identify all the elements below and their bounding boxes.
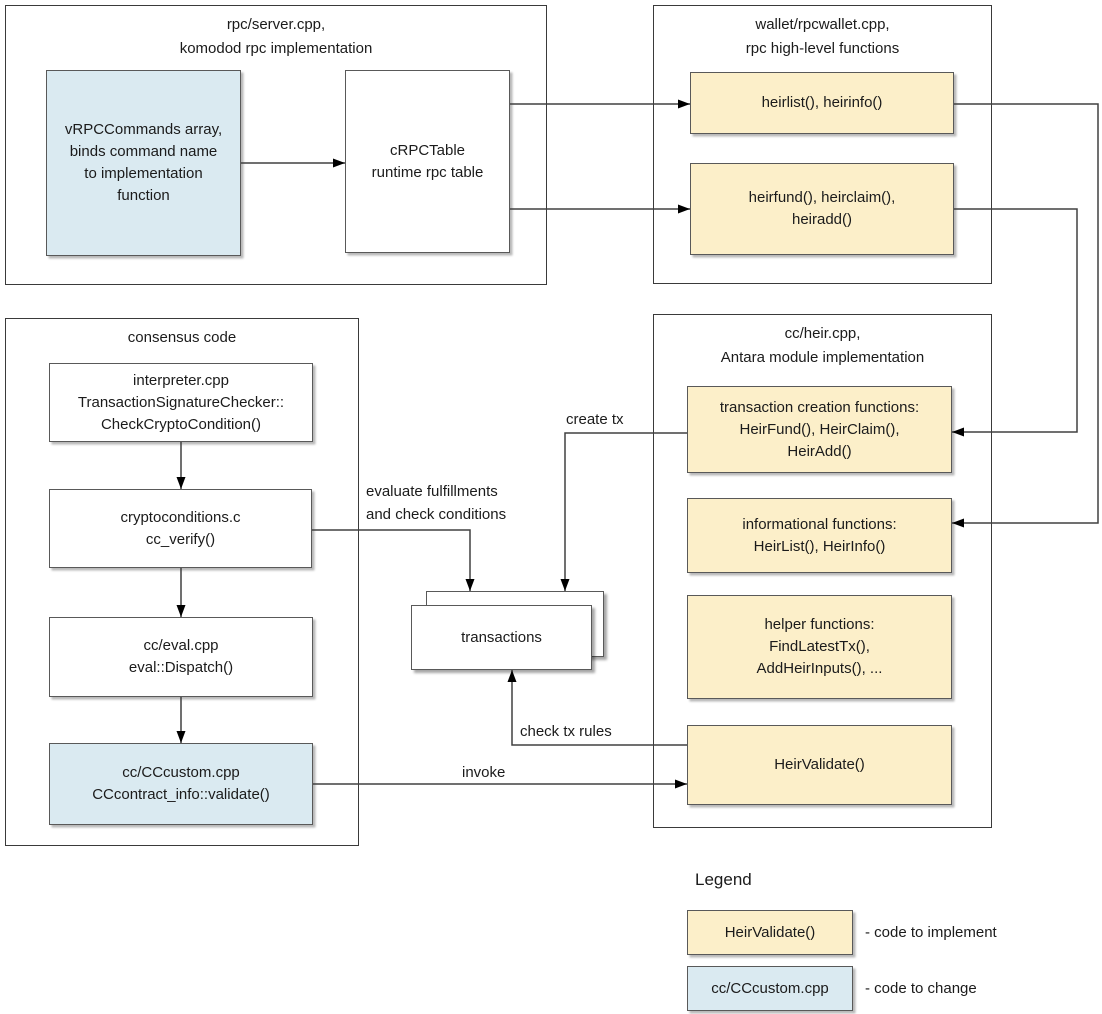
node-cccustom: cc/CCcustom.cpp CCcontract_info::validat…: [49, 743, 313, 825]
legend-title: Legend: [695, 870, 752, 889]
title-line: cc/heir.cpp,: [784, 325, 861, 342]
node-line: heirlist(), heirinfo(): [761, 94, 883, 111]
legend-implement-box: HeirValidate(): [687, 910, 853, 955]
node-cryptoconditions: cryptoconditions.c cc_verify(): [49, 489, 312, 568]
node-tx-creation: transaction creation functions: HeirFund…: [687, 386, 952, 473]
node-line: helper functions:: [764, 616, 875, 633]
node-line: runtime rpc table: [371, 163, 484, 181]
node-line: interpreter.cpp: [133, 371, 229, 389]
container-consensus-title: consensus code: [6, 326, 358, 350]
node-informational: informational functions: HeirList(), Hei…: [687, 498, 952, 573]
node-helpers: helper functions: FindLatestTx(), AddHei…: [687, 595, 952, 699]
node-line: cc_verify(): [145, 530, 216, 548]
node-heirlist-rpc: heirlist(), heirinfo(): [690, 72, 954, 134]
node-line: cc/CCcustom.cpp: [122, 764, 240, 781]
node-line: informational functions:: [742, 515, 897, 533]
node-line: heiradd(): [791, 211, 853, 228]
node-heirvalidate: HeirValidate(): [687, 725, 952, 805]
node-cceval: cc/eval.cpp eval::Dispatch(): [49, 617, 313, 697]
node-crpctable: cRPCTable runtime rpc table: [345, 70, 510, 253]
title-line: rpc high-level functions: [745, 40, 900, 57]
node-line: CheckCryptoCondition(): [100, 415, 262, 433]
node-line: binds command name: [69, 143, 218, 160]
node-line: HeirAdd(): [787, 442, 852, 460]
title-line: consensus code: [127, 329, 237, 346]
node-line: FindLatestTx(),: [769, 638, 870, 655]
node-line: AddHeirInputs(), ...: [756, 660, 883, 677]
legend-change-box: cc/CCcustom.cpp: [687, 966, 853, 1011]
node-line: function: [117, 187, 170, 204]
node-line: cRPCTable: [389, 141, 466, 159]
node-line: vRPCCommands array,: [64, 121, 223, 138]
node-line: to implementation: [84, 165, 203, 182]
node-line: transaction creation functions:: [719, 398, 920, 416]
title-line: komodod rpc implementation: [179, 40, 373, 57]
edge-label-check-tx-rules: check tx rules: [520, 723, 612, 740]
node-line: HeirList(), HeirInfo(): [753, 537, 886, 555]
legend-box-label: cc/CCcustom.cpp: [711, 979, 829, 997]
node-line: cc/eval.cpp: [143, 637, 219, 654]
legend-change-desc: - code to change: [865, 980, 977, 997]
container-wallet-title: wallet/rpcwallet.cpp, rpc high-level fun…: [654, 13, 991, 61]
title-line: rpc/server.cpp,: [226, 16, 326, 33]
node-line: heirfund(), heirclaim(),: [748, 189, 896, 206]
node-interpreter: interpreter.cpp TransactionSignatureChec…: [49, 363, 313, 442]
container-rpc-server-title: rpc/server.cpp, komodod rpc implementati…: [6, 13, 546, 61]
edge-label-invoke: invoke: [462, 764, 506, 781]
title-line: Antara module implementation: [720, 349, 925, 366]
edge-label-evaluate: evaluate fulfillments and check conditio…: [366, 480, 506, 526]
transactions-label: transactions: [461, 629, 542, 646]
node-line: HeirFund(), HeirClaim(),: [739, 420, 900, 438]
legend-box-label: HeirValidate(): [724, 923, 816, 941]
transactions-front-box: transactions: [411, 605, 592, 670]
edge-label-line: and check conditions: [366, 506, 507, 523]
node-line: cryptoconditions.c: [120, 508, 241, 526]
title-line: wallet/rpcwallet.cpp,: [755, 16, 890, 33]
edge-label-line: evaluate fulfillments: [366, 483, 498, 500]
node-heirfund-rpc: heirfund(), heirclaim(), heiradd(): [690, 163, 954, 255]
node-line: eval::Dispatch(): [128, 659, 234, 676]
node-line: CCcontract_info::validate(): [92, 786, 270, 803]
edge-label-create-tx: create tx: [566, 411, 624, 428]
node-line: HeirValidate(): [774, 756, 865, 773]
legend-implement-desc: - code to implement: [865, 924, 997, 941]
node-vrpccommands: vRPCCommands array, binds command name t…: [46, 70, 241, 256]
container-heir-title: cc/heir.cpp, Antara module implementatio…: [654, 322, 991, 370]
node-line: TransactionSignatureChecker::: [77, 393, 285, 411]
